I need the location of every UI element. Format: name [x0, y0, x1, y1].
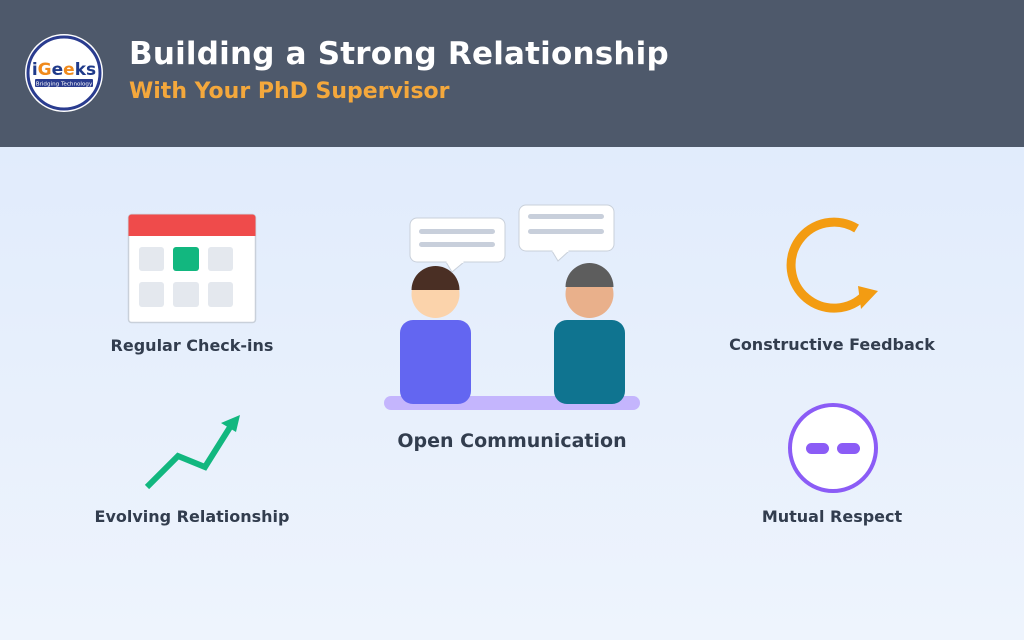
- label-evolving-relationship: Evolving Relationship: [94, 507, 290, 526]
- label-open-communication: Open Communication: [397, 430, 627, 452]
- label-constructive-feedback: Constructive Feedback: [729, 335, 935, 354]
- conversation-icon: [384, 204, 640, 410]
- igeeks-logo: iGeeks Bridging Technology: [25, 34, 103, 112]
- label-mutual-respect: Mutual Respect: [761, 507, 903, 526]
- svg-text:Bridging Technology: Bridging Technology: [36, 82, 93, 88]
- header-banner: iGeeks Bridging Technology Building a St…: [0, 0, 1024, 147]
- svg-text:iGeeks: iGeeks: [32, 60, 96, 80]
- speech-bubble-right: [518, 204, 615, 262]
- person-left: [400, 266, 471, 404]
- trend-up-icon: [144, 415, 240, 490]
- equals-circle-icon: [788, 403, 878, 493]
- person-right: [554, 263, 625, 404]
- label-regular-check-ins: Regular Check-ins: [110, 336, 274, 355]
- cycle-arrow-icon: [786, 217, 878, 313]
- page-subtitle: With Your PhD Supervisor: [129, 79, 450, 104]
- page-title: Building a Strong Relationship: [129, 36, 669, 72]
- speech-bubble-left: [409, 217, 506, 273]
- calendar-icon: [127, 213, 257, 324]
